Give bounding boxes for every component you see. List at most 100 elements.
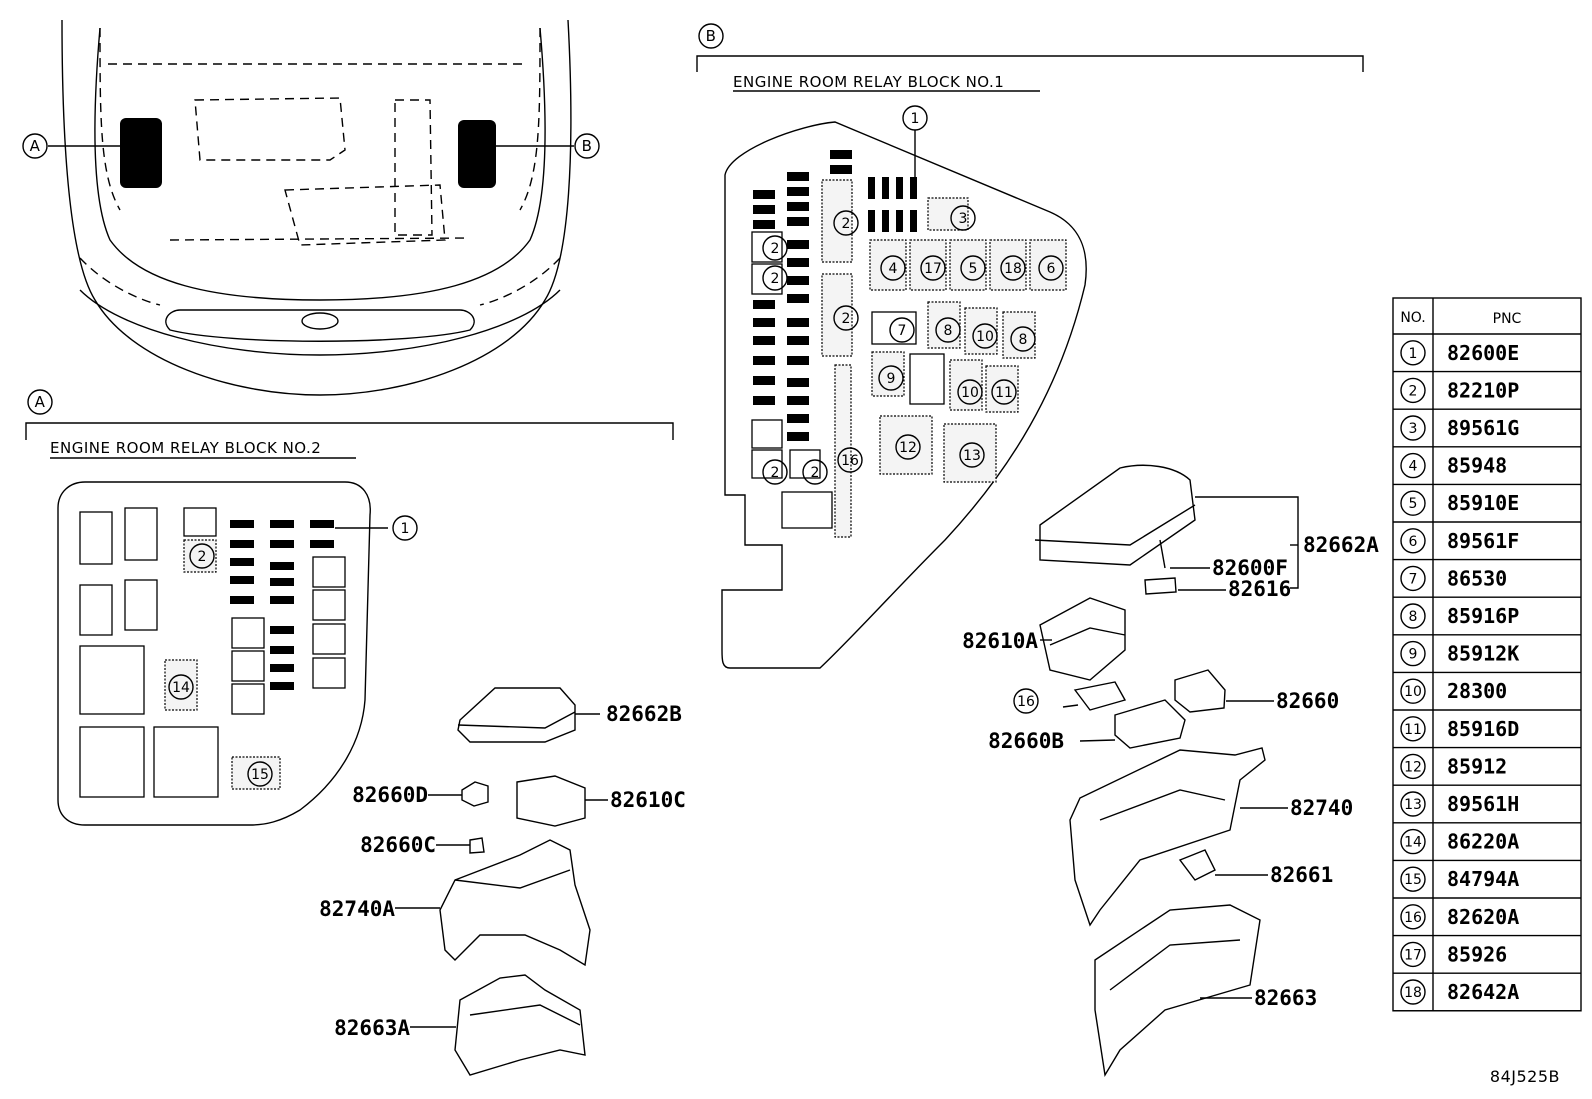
table-row-callout (1400, 791, 1426, 817)
table-row-no: 11 (1404, 722, 1422, 738)
callout-circle (959, 442, 985, 468)
table-row-no: 9 (1409, 647, 1418, 663)
callout-number: 2 (811, 465, 820, 481)
table-row-no: 3 (1409, 421, 1418, 437)
block-a-label: A (35, 393, 46, 411)
callout-circle (837, 447, 863, 473)
table-row-no: 6 (1409, 534, 1418, 550)
part-number-label: 82663 (1254, 986, 1317, 1010)
callout-number: 15 (251, 767, 269, 783)
block-b-title: ENGINE ROOM RELAY BLOCK NO.1 (733, 73, 1004, 91)
table-row-no: 10 (1404, 684, 1422, 700)
table-row-no: 1 (1409, 346, 1418, 362)
callout-circle (878, 365, 904, 391)
callout-number: 7 (898, 323, 907, 339)
callout-circle (1010, 326, 1036, 352)
callout-circle (950, 205, 976, 231)
relay-block-1-exploded (1034, 464, 1299, 1078)
table-row-no: 18 (1404, 985, 1422, 1001)
table-row-callout (1400, 565, 1426, 592)
view-callout-a (22, 133, 48, 159)
table-row-no: 2 (1409, 383, 1418, 399)
car-overview: A B (22, 19, 600, 396)
part-number-label: 82662A (1303, 533, 1379, 557)
callout-number: 2 (842, 311, 851, 327)
table-row-no: 14 (1404, 835, 1422, 851)
callout-circle (1000, 255, 1026, 281)
callout-number: 2 (842, 216, 851, 232)
callout-circle (960, 255, 986, 281)
callout-number: 16 (841, 453, 859, 469)
callout-number: 2 (771, 271, 780, 287)
table-row-pnc: 28300 (1447, 679, 1507, 703)
table-row-pnc: 82600E (1447, 341, 1519, 365)
callout-number: 4 (889, 261, 898, 277)
table-row-callout (1400, 753, 1426, 780)
callout-number: 2 (771, 241, 780, 257)
callout-number: 18 (1004, 261, 1022, 277)
callout-circle (189, 543, 215, 569)
callout-circle (392, 515, 418, 541)
table-row-no: 16 (1404, 910, 1422, 926)
part-number-label: 82662B (606, 702, 682, 726)
callout-number: 11 (995, 385, 1013, 401)
part-number-label: 82660D (352, 783, 428, 807)
table-row-callout (1400, 904, 1426, 930)
table-row-callout (1400, 603, 1426, 629)
callout-number: 10 (961, 385, 979, 401)
table-row-pnc: 85926 (1447, 942, 1507, 966)
table-row-pnc: 82620A (1447, 905, 1519, 929)
table-row-callout (1400, 640, 1426, 667)
block-a-frame: A ENGINE ROOM RELAY BLOCK NO.2 (25, 389, 674, 459)
table-row-pnc: 85948 (1447, 454, 1507, 478)
drawing-id: 84J525B (1490, 1067, 1560, 1086)
callout-number: 8 (944, 323, 953, 339)
callout-number: 13 (963, 448, 981, 464)
block-b-label: B (706, 27, 717, 45)
callout-number: 16 (1017, 694, 1035, 710)
table-row-callout (1400, 452, 1426, 479)
callout-number: 3 (959, 211, 968, 227)
callout-circle (802, 459, 828, 485)
callout-circle (935, 317, 961, 343)
callout-number: 14 (172, 680, 190, 696)
part-number-label: 82660C (360, 833, 436, 857)
table-row-pnc: 86220A (1447, 830, 1519, 854)
callout-circle (880, 255, 906, 281)
callout-number: 2 (198, 549, 207, 565)
part-number-label: 82740 (1290, 796, 1353, 820)
callout-circle (895, 434, 921, 460)
table-row-no: 7 (1409, 571, 1418, 587)
table-row-callout (1400, 528, 1426, 554)
callout-circle (889, 317, 915, 343)
table-row-pnc: 82210P (1447, 378, 1519, 402)
table-row-callout (1400, 866, 1426, 892)
callout-number: 1 (911, 111, 920, 127)
part-number-label: 82610C (610, 788, 686, 812)
table-row-no: 8 (1409, 609, 1418, 625)
part-label-layer: 82662A82600F8261682610A8266082660B827408… (319, 533, 1379, 1040)
part-number-label: 82661 (1270, 863, 1333, 887)
view-callout-b (574, 133, 600, 159)
callout-circle (972, 323, 998, 349)
callout-number: 6 (1047, 261, 1056, 277)
table-row-no: 5 (1409, 496, 1418, 512)
part-number-label: 82660 (1276, 689, 1339, 713)
table-row-callout (1400, 377, 1426, 404)
table-row-callout (1400, 979, 1426, 1005)
part-number-label: 82660B (988, 729, 1064, 753)
table-row-pnc: 85910E (1447, 491, 1519, 515)
callout-circle (247, 761, 273, 787)
callout-number: 5 (969, 261, 978, 277)
view-callout-b-label: B (582, 137, 593, 155)
pnc-table-header-no: NO. (1400, 310, 1425, 326)
table-row-callout (1400, 941, 1426, 968)
table-row-pnc: 86530 (1447, 566, 1507, 590)
table-row-pnc: 89561F (1447, 529, 1519, 553)
table-row-pnc: 85912 (1447, 754, 1507, 778)
table-row-pnc: 89561G (1447, 416, 1519, 440)
table-row-no: 12 (1404, 759, 1422, 775)
